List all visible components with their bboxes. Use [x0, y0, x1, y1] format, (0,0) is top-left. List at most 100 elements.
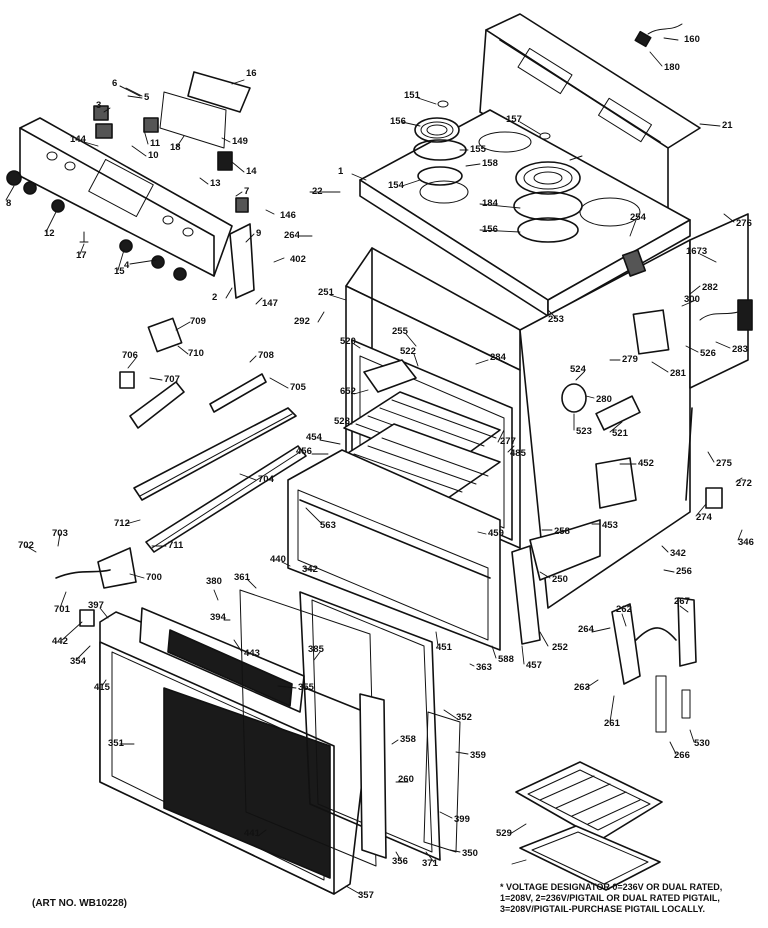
leader-line [585, 395, 595, 399]
leader-line [305, 507, 323, 525]
leader-line [149, 377, 163, 381]
leader-line [547, 309, 557, 319]
leader-line [61, 621, 83, 641]
part-label: 441 [244, 828, 261, 839]
part-label: 184 [482, 198, 499, 209]
part-label: 1673 [686, 246, 707, 257]
part-label: 702 [18, 540, 34, 551]
voltage-note-line: 1=208V, 2=236V/PIGTAIL OR DUAL RATED PIG… [500, 893, 720, 903]
part-label: 356 [392, 856, 408, 867]
part-label: 160 [684, 34, 700, 45]
leader-line [395, 851, 403, 863]
part-label: 701 [54, 604, 71, 615]
part-label: 146 [280, 210, 296, 221]
part-label: 706 [122, 350, 138, 361]
leader-line [127, 357, 137, 369]
leader-line [353, 389, 369, 395]
part-label: 700 [146, 572, 162, 583]
part-label: 521 [612, 428, 629, 439]
leader-line [129, 573, 145, 579]
terminal-block [634, 23, 683, 48]
leader-line [585, 679, 599, 689]
part-label: 12 [44, 228, 55, 239]
part-label: 351 [108, 738, 125, 749]
leader-line [199, 177, 209, 185]
part-label: 451 [436, 642, 453, 653]
leader-line [277, 685, 297, 689]
part-label: 255 [392, 326, 409, 337]
part-label: 284 [490, 352, 507, 363]
leader-line [715, 341, 731, 349]
leader-line [313, 651, 321, 661]
part-label: 14 [246, 166, 257, 177]
part-label: 342 [670, 548, 686, 559]
door-hinges [611, 597, 697, 733]
leader-line [273, 257, 285, 263]
part-label: 17 [76, 250, 87, 261]
part-label: 5 [144, 92, 150, 103]
leader-line [539, 631, 549, 647]
leader-line [213, 589, 219, 601]
leader-line [439, 811, 453, 819]
part-label: 363 [476, 662, 492, 673]
leader-line [661, 545, 669, 553]
part-label: 263 [574, 682, 590, 693]
part-label: 454 [306, 432, 323, 443]
leader-line [353, 343, 361, 349]
part-label: 530 [694, 738, 710, 749]
part-label: 277 [500, 436, 516, 447]
part-label: 264 [578, 624, 595, 635]
leader-line [491, 645, 497, 659]
leader-line [317, 311, 325, 323]
door-window-glass [139, 607, 331, 879]
leader-line [669, 741, 677, 755]
leader-line [651, 361, 669, 373]
leader-line [231, 161, 245, 173]
part-label: 151 [404, 90, 421, 101]
part-label: 523 [576, 426, 592, 437]
element-terminal-box [621, 249, 753, 331]
leader-line [735, 477, 743, 483]
part-label: 149 [232, 136, 248, 147]
part-label: 453 [602, 520, 618, 531]
part-label: 253 [548, 314, 564, 325]
leader-line [235, 191, 243, 197]
leader-line [443, 709, 457, 719]
part-label: 354 [70, 656, 87, 667]
leader-line [609, 421, 623, 433]
leader-line [413, 353, 419, 367]
part-label: 440 [270, 554, 286, 565]
leader-line [497, 429, 505, 443]
part-label: 254 [630, 212, 647, 223]
leader-line [519, 121, 541, 135]
leader-line [401, 179, 421, 187]
part-label: 4 [124, 260, 130, 271]
part-label: 563 [320, 520, 336, 531]
part-label: 154 [388, 180, 405, 191]
leader-line [477, 531, 487, 535]
leader-line [663, 569, 675, 573]
drawer [287, 449, 501, 651]
leader-line [723, 213, 735, 223]
part-label: 155 [470, 144, 487, 155]
leader-line [231, 79, 245, 85]
part-label: 452 [638, 458, 654, 469]
leader-line [621, 613, 627, 627]
part-label: 522 [400, 346, 416, 357]
leader-line [695, 503, 707, 517]
leader-line [699, 253, 717, 263]
part-label: 703 [52, 528, 68, 539]
leader-line [247, 579, 257, 589]
part-label: 711 [168, 540, 184, 551]
part-label: 180 [664, 62, 680, 73]
part-label: 485 [510, 448, 527, 459]
part-label: 402 [290, 254, 306, 265]
part-label: 526 [700, 348, 716, 359]
part-label: 6 [112, 78, 117, 89]
switches-and-clock [93, 71, 255, 299]
part-label: 282 [702, 282, 718, 293]
control-panel [19, 117, 233, 277]
leader-line [281, 561, 291, 567]
leader-line [59, 591, 67, 609]
leader-line [479, 229, 521, 233]
